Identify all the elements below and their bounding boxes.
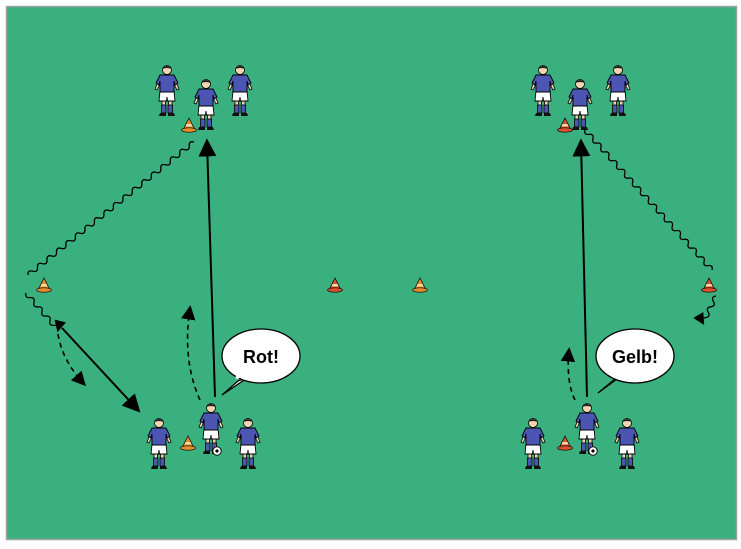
- callout-bubble-right: Gelb!: [595, 328, 675, 394]
- pass-arrow: [572, 138, 591, 398]
- run-arrow: [57, 333, 86, 387]
- callout-bubble-left: Rot!: [221, 328, 301, 396]
- pass-arrow: [61, 327, 141, 413]
- dribble-path: [25, 292, 66, 333]
- run-arrow: [560, 347, 576, 401]
- dribble-path: [584, 129, 713, 271]
- callout-text-left: Rot!: [243, 347, 279, 367]
- callout-text-right: Gelb!: [612, 347, 658, 367]
- run-arrow: [181, 305, 201, 401]
- pass-arrow: [198, 138, 217, 398]
- dribble-path: [693, 295, 717, 326]
- dribble-path: [27, 141, 195, 276]
